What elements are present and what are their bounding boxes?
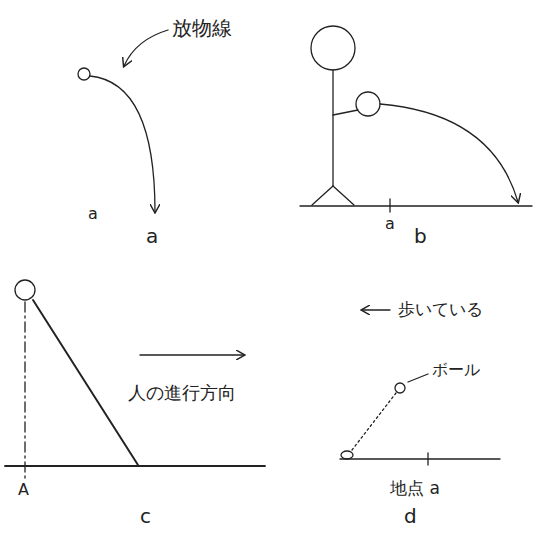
- point-label: a: [385, 216, 395, 232]
- panel-caption: c: [140, 506, 151, 526]
- ball-label: ボール: [432, 362, 480, 378]
- note-label: 歩いている: [398, 301, 483, 318]
- note-label: 放物線: [172, 18, 232, 38]
- point-label: 地点 a: [390, 480, 440, 497]
- point-label: a: [88, 206, 98, 222]
- direction-label: 人の進行方向: [128, 384, 236, 402]
- panel-caption: d: [404, 506, 417, 526]
- panel-caption: b: [414, 226, 427, 246]
- panel-caption: a: [146, 226, 158, 246]
- point-label: A: [18, 482, 29, 498]
